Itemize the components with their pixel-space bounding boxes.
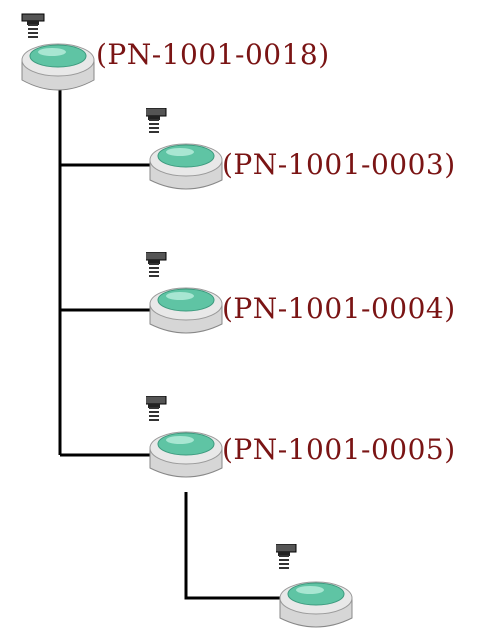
screw-part-icon bbox=[146, 252, 223, 334]
screw-part-icon bbox=[21, 13, 95, 91]
tree-node-child-1[interactable] bbox=[146, 108, 223, 198]
node-label-root: (PN-1001-0018) bbox=[96, 38, 330, 71]
screw-part-icon bbox=[276, 544, 353, 628]
screw-part-icon bbox=[146, 108, 223, 190]
tree-node-root[interactable] bbox=[18, 10, 95, 100]
connector-grandchild bbox=[184, 492, 292, 600]
tree-node-child-3[interactable] bbox=[146, 396, 223, 486]
node-label-child-3: (PN-1001-0005) bbox=[222, 433, 456, 466]
tree-node-child-2[interactable] bbox=[146, 252, 223, 342]
node-label-child-1: (PN-1001-0003) bbox=[222, 148, 456, 181]
tree-node-grandchild[interactable] bbox=[276, 544, 353, 634]
node-label-child-2: (PN-1001-0004) bbox=[222, 292, 456, 325]
screw-part-icon bbox=[146, 396, 223, 478]
